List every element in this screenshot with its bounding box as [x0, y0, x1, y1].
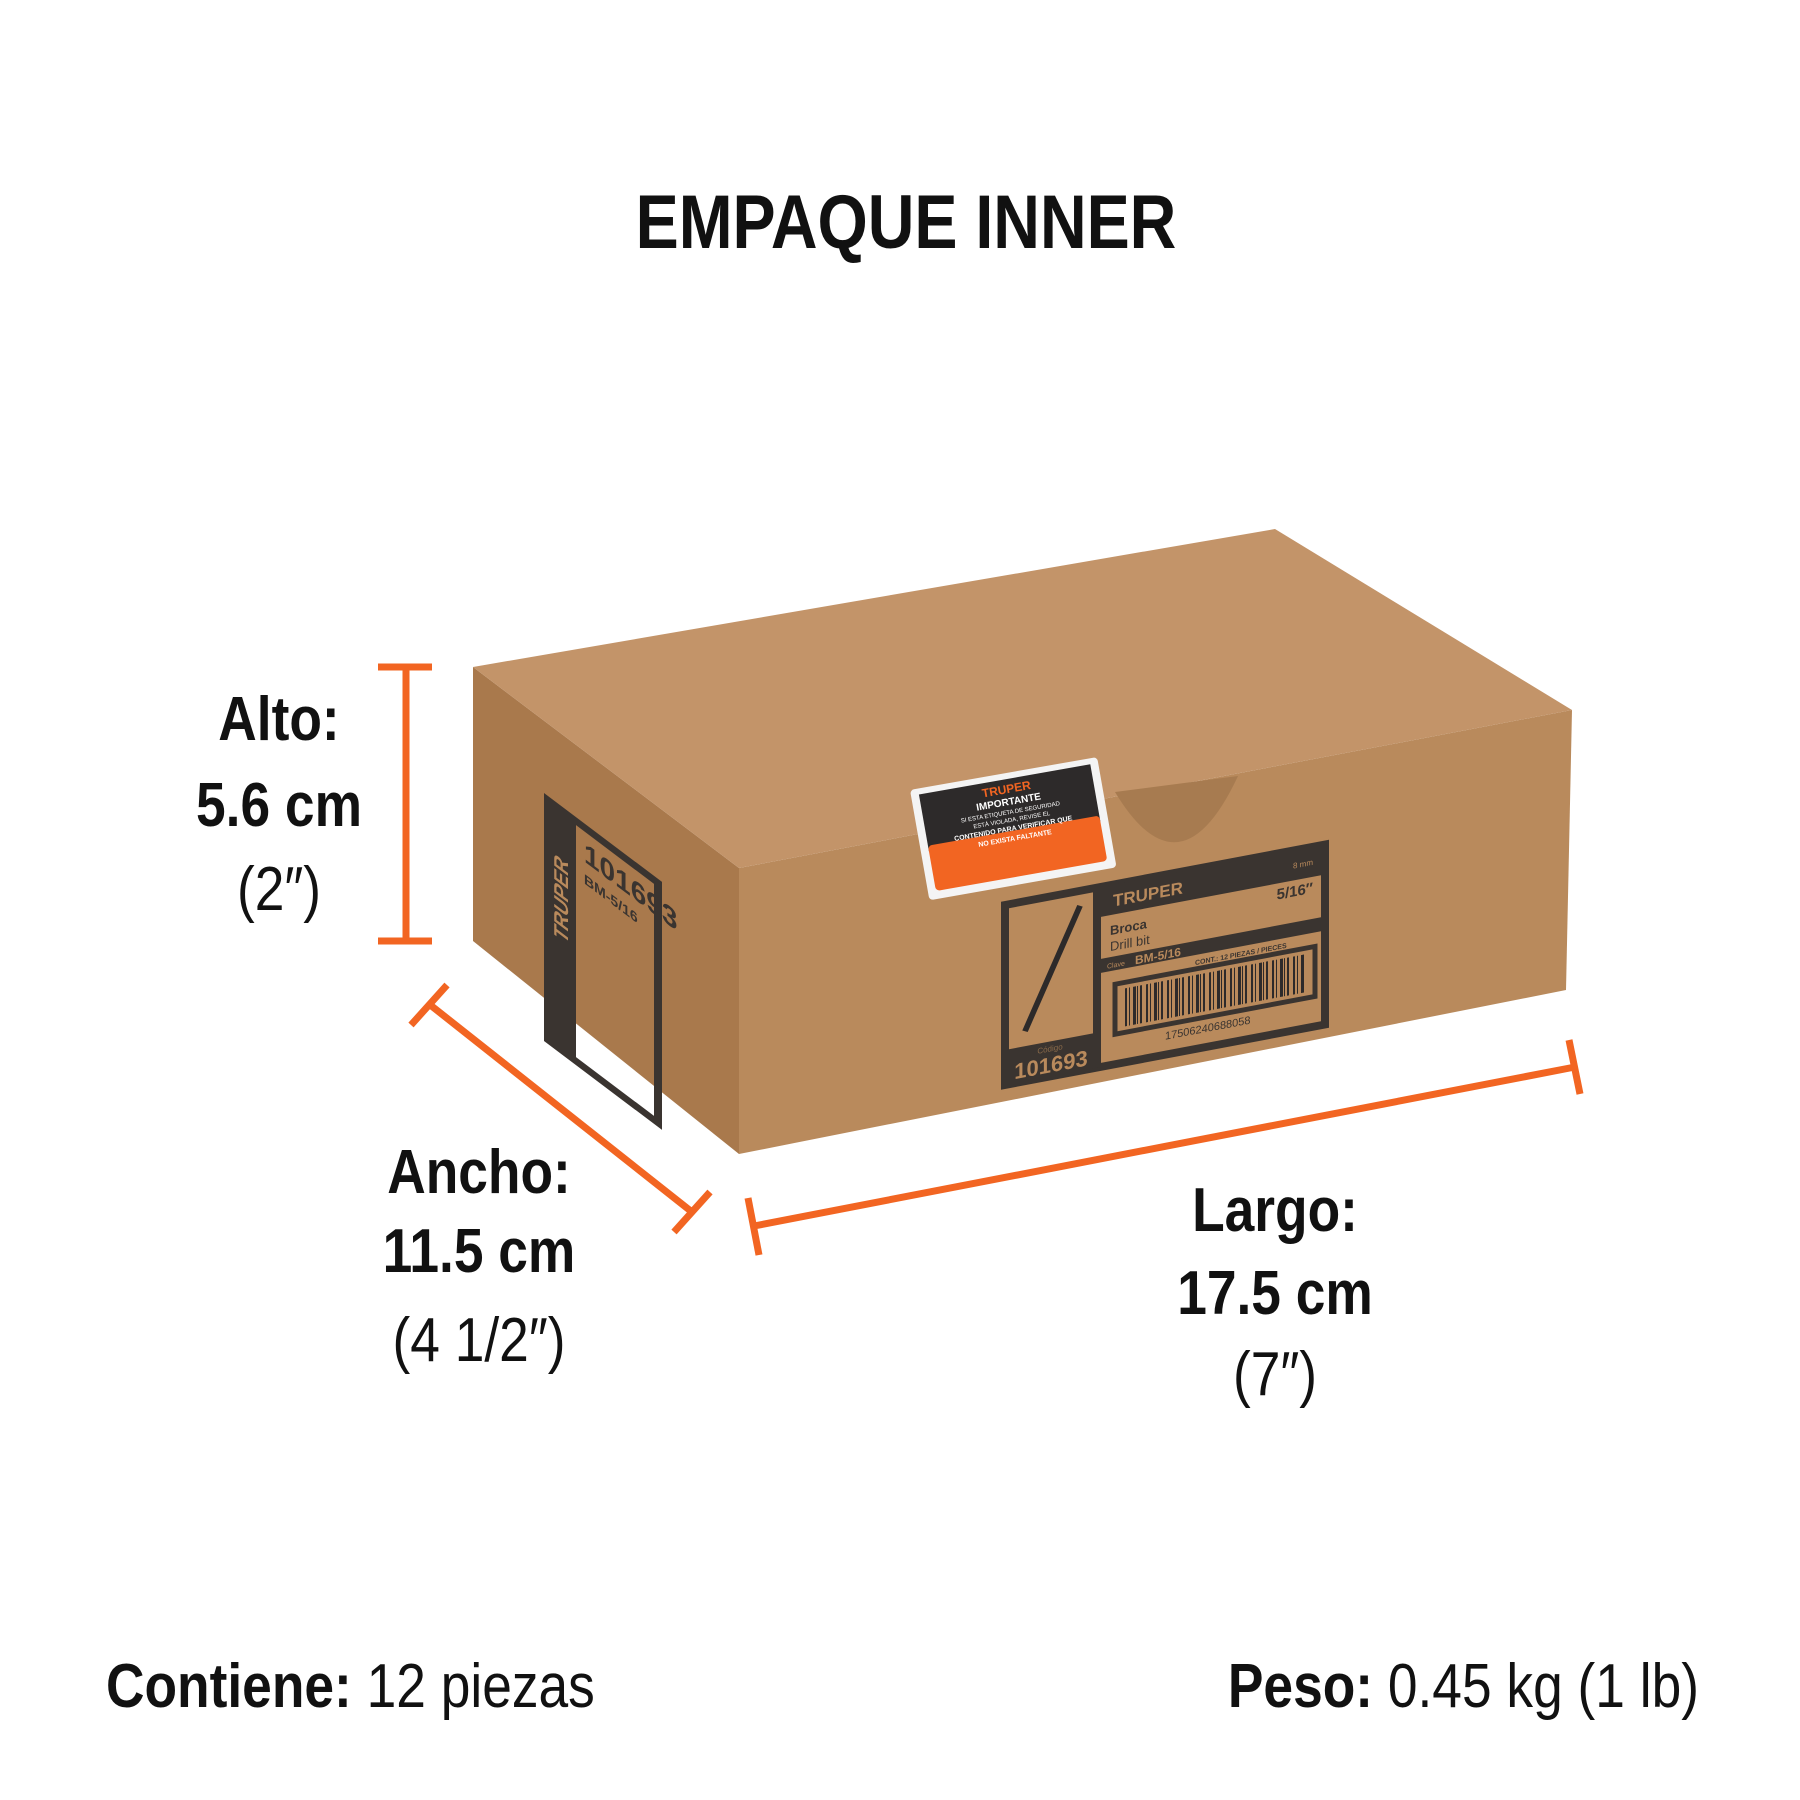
barcode-bar	[1158, 981, 1159, 1021]
side-brand: TRUPER	[549, 849, 572, 949]
barcode-bar	[1251, 964, 1253, 1003]
width-dimension-line	[408, 982, 713, 1235]
label-clave-label: Clave	[1107, 960, 1125, 970]
barcode-bar	[1280, 958, 1283, 998]
weight-value: 0.45 kg (1 lb)	[1388, 1652, 1699, 1721]
barcode-bars	[1125, 954, 1304, 1027]
height-title: Alto:	[218, 685, 339, 754]
weight-info: Peso: 0.45 kg (1 lb)	[1228, 1652, 1699, 1721]
barcode-bar	[1196, 974, 1199, 1013]
barcode-bar	[1175, 978, 1178, 1017]
security-seal: TRUPER IMPORTANTE SI ESTA ETIQUETA DE SE…	[910, 757, 1116, 900]
barcode-bar	[1224, 969, 1226, 1008]
barcode	[1112, 943, 1318, 1038]
box-top-face	[473, 529, 1572, 868]
barcode-bar	[1200, 973, 1201, 1013]
barcode-bar	[1217, 970, 1220, 1009]
barcode-bar	[1140, 985, 1142, 1024]
barcode-bar	[1203, 973, 1205, 1012]
box-thumb-notch	[1115, 776, 1238, 843]
barcode-bar	[1245, 965, 1247, 1004]
barcode-bar	[1179, 977, 1180, 1017]
barcode-bar	[1230, 968, 1232, 1007]
barcode-bar	[1129, 987, 1130, 1026]
barcode-bar	[1276, 959, 1277, 998]
barcode-bar	[1133, 986, 1136, 1025]
barcode-bar	[1192, 975, 1193, 1014]
barcode-bar	[1188, 976, 1190, 1015]
dimension-lines	[378, 663, 1584, 1256]
barcode-bar	[1221, 969, 1222, 1009]
barcode-bar	[1242, 966, 1243, 1005]
barcode-bar	[1255, 963, 1256, 1002]
contents-info: Contiene: 12 piezas	[106, 1652, 595, 1721]
barcode-bar	[1284, 958, 1285, 997]
length-dimension-line	[744, 1039, 1584, 1256]
barcode-bar	[1125, 987, 1127, 1027]
barcode-bar	[1266, 961, 1268, 1000]
barcode-bar	[1287, 957, 1289, 996]
width-imperial: (4 1/2″)	[393, 1306, 566, 1375]
height-label: Alto: 5.6 cm (2″)	[196, 685, 362, 924]
barcode-bar	[1154, 982, 1157, 1021]
barcode-bar	[1293, 956, 1295, 995]
barcode-bar	[1238, 966, 1241, 1005]
length-title: Largo:	[1192, 1176, 1358, 1245]
length-label: Largo: 17.5 cm (7″)	[1177, 1176, 1373, 1409]
barcode-bar	[1272, 960, 1274, 999]
label-size-mm: 8 mm	[1293, 858, 1313, 871]
barcode-bar	[1150, 983, 1151, 1022]
height-dimension-line	[378, 663, 432, 945]
box-front-face	[739, 710, 1572, 1154]
width-metric: 11.5 cm	[383, 1217, 576, 1286]
height-metric: 5.6 cm	[196, 771, 362, 840]
width-label: Ancho: 11.5 cm (4 1/2″)	[383, 1138, 576, 1375]
length-imperial: (7″)	[1233, 1340, 1317, 1409]
barcode-bar	[1171, 979, 1172, 1018]
label-product-es: Broca	[1110, 916, 1148, 938]
barcode-bar	[1182, 977, 1184, 1016]
barcode-bar	[1263, 962, 1264, 1001]
barcode-bar	[1301, 954, 1304, 994]
contents-value: 12 piezas	[367, 1652, 595, 1721]
barcode-bar	[1209, 972, 1211, 1011]
page-title: EMPAQUE INNER	[636, 179, 1177, 264]
label-size-in: 5/16″	[1277, 880, 1313, 904]
barcode-bar	[1167, 980, 1169, 1019]
contents-label: Contiene:	[106, 1652, 352, 1721]
box-side-face	[473, 667, 739, 1154]
barcode-bar	[1137, 985, 1138, 1025]
cardboard-box	[473, 529, 1572, 1154]
barcode-bar	[1161, 981, 1163, 1020]
barcode-bar	[1213, 971, 1214, 1010]
barcode-bar	[1234, 967, 1235, 1006]
barcode-bar	[1146, 983, 1148, 1023]
barcode-bar	[1259, 962, 1262, 1002]
length-metric: 17.5 cm	[1177, 1259, 1373, 1328]
width-title: Ancho:	[387, 1138, 571, 1207]
barcode-bar	[1297, 955, 1298, 994]
height-imperial: (2″)	[237, 855, 321, 924]
drill-bit-icon	[1022, 905, 1083, 1033]
weight-label: Peso:	[1228, 1652, 1373, 1721]
